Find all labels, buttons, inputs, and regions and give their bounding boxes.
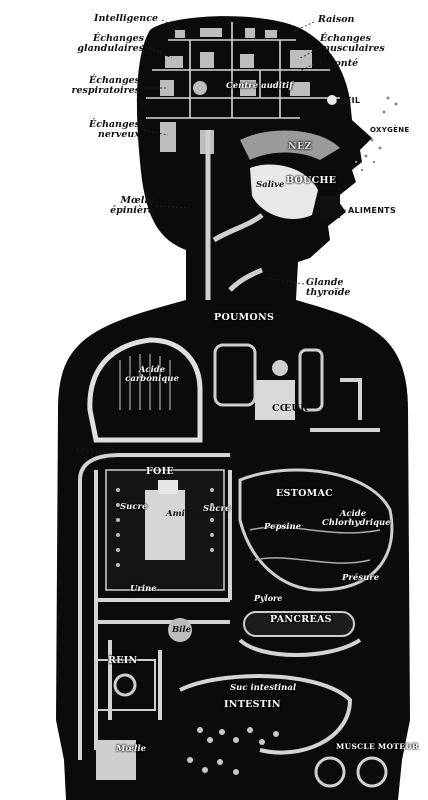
label-estomac: ESTOMAC — [276, 488, 333, 499]
label-glande-thyroide: Glande thyroïde — [306, 277, 351, 298]
label-echanges-respiratoires: Échanges respiratoires — [71, 75, 140, 96]
label-nez: NEZ — [288, 141, 312, 152]
label-aliments: ALIMENTS — [348, 206, 397, 215]
label-bile: Bile — [172, 625, 192, 635]
main-pipes — [78, 378, 380, 760]
label-intelligence: Intelligence — [94, 13, 159, 24]
label-pancreas: PANCREAS — [270, 614, 332, 625]
label-foie: FOIE — [146, 466, 174, 477]
brain-chambers — [146, 22, 340, 119]
label-oxygene: Oxygène — [76, 445, 122, 456]
label-sucre-left: Sucre — [120, 502, 148, 512]
label-pylore: Pylore — [254, 593, 283, 603]
label-presure: Présure — [342, 573, 380, 583]
label-centre-auditif: Centre auditif — [226, 81, 293, 91]
label-intestin: INTESTIN — [224, 699, 281, 710]
marrow-muscle — [96, 740, 388, 788]
liver — [105, 469, 225, 591]
label-oxygene-top: OXYGÈNE — [370, 126, 410, 134]
label-amidon: Amidon — [166, 509, 203, 519]
label-muscle-moteur: MUSCLE MOTEUR — [336, 742, 419, 751]
leader-lines — [140, 19, 346, 285]
bile-reservoir — [168, 618, 192, 642]
label-moelle-epiniere: Mœlle épinière — [110, 195, 154, 216]
heart-engine — [213, 343, 324, 420]
lungs — [87, 337, 203, 443]
brain-details — [160, 28, 312, 154]
label-moelle: Mœlle — [116, 744, 147, 754]
label-acide-carbonique: Acide carbonique — [125, 365, 179, 384]
label-urine: Urine — [130, 584, 157, 594]
label-coeur: CŒUR — [272, 403, 309, 414]
label-rein: REIN — [108, 655, 138, 666]
label-raison: Raison — [318, 14, 355, 25]
label-poumons: POUMONS — [214, 312, 275, 323]
label-echanges-glandulaires: Échanges glandulaires — [77, 33, 144, 54]
oxygen-dots — [354, 96, 398, 172]
label-pepsine: Pepsine — [264, 522, 302, 532]
kidney — [94, 659, 156, 711]
label-sucre-right: Sucre — [203, 504, 231, 514]
stomach — [238, 468, 394, 592]
face-area — [240, 95, 340, 219]
label-bouche: BOUCHE — [286, 175, 337, 186]
label-suc-intestinal: Suc intestinal — [230, 683, 297, 693]
pancreas — [243, 611, 355, 637]
label-echanges-nerveux: Échanges nerveux — [88, 119, 140, 140]
label-salive: Salive — [256, 180, 285, 190]
label-volonte: Volonté — [318, 58, 359, 69]
intestines — [187, 727, 279, 775]
label-echanges-musculaires: Échanges musculaires — [320, 33, 385, 54]
label-acide-chlorhydrique: Acide Chlorhydrique — [322, 509, 391, 528]
label-oeil: ŒIL — [342, 96, 361, 105]
throat-pipes — [205, 130, 264, 300]
